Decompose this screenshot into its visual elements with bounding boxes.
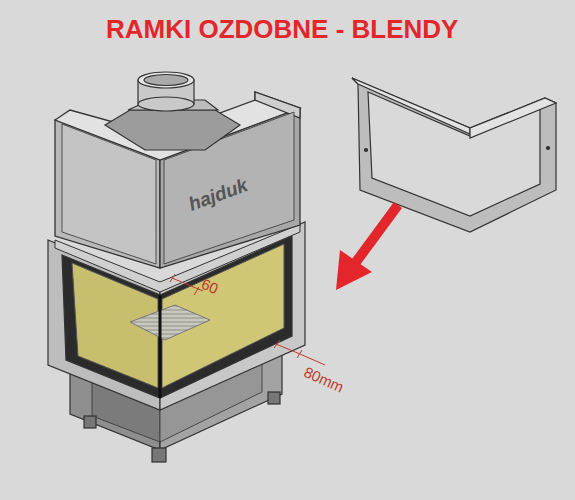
dimension-line: [170, 274, 325, 365]
dimension-label: 80mm: [302, 364, 346, 395]
diagram-title: RAMKI OZDOBNE - BLENDY: [106, 16, 458, 42]
direction-arrow: [336, 205, 398, 290]
decorative-frame: [352, 78, 556, 232]
fireplace-housing: [55, 92, 300, 268]
flue-collar: [105, 72, 240, 150]
